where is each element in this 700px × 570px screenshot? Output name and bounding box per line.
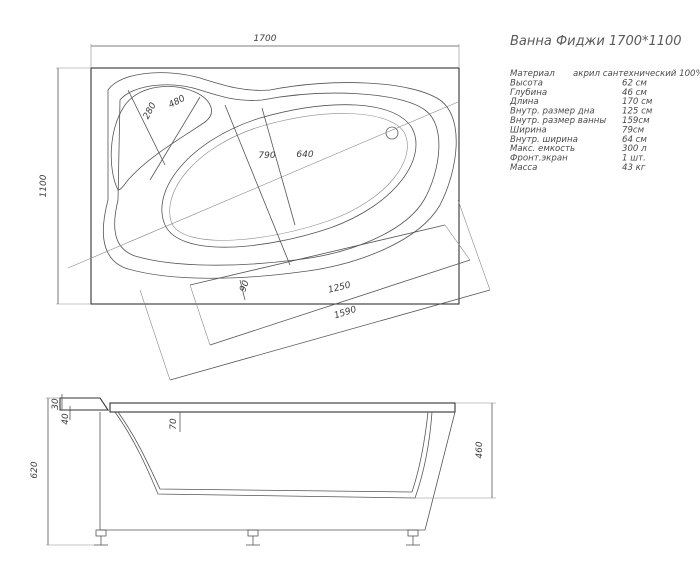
spec-label: Внутр. ширина [510, 135, 578, 145]
side-rim-left [59, 397, 110, 411]
spec-label: Внутр. размер дна [510, 107, 595, 117]
inner-width-line-2 [261, 107, 296, 226]
spec-value: 64 см [622, 135, 647, 145]
spec-label: Фронт.экран [510, 154, 568, 164]
dim-seat-2: 480 [167, 94, 187, 111]
dim-inner-width-1: 790 [258, 151, 275, 161]
dim-rim-2: 40 [61, 413, 71, 425]
axis-line [67, 101, 459, 269]
drawing-title: Ванна Фиджи 1700*1100 [510, 34, 682, 49]
bottom-dim-line [189, 224, 446, 286]
bowl [161, 104, 417, 248]
spec-value: 159см [622, 116, 650, 126]
dim-length: 1700 [254, 34, 277, 44]
ext-line [444, 224, 471, 261]
dim-bottom: 1250 [327, 280, 352, 295]
bottom-dim-line-2 [209, 259, 471, 346]
side-rim [109, 402, 456, 413]
dim-seat-1: 280 [142, 101, 159, 121]
dim-total-height: 620 [30, 461, 40, 478]
spec-label: Внутр. размер ванны [510, 116, 606, 126]
foot [407, 529, 419, 537]
seat-line [127, 89, 166, 166]
spec-table: Материал акрил сантехнический 100% Высота 6… [509, 69, 700, 173]
spec-label: Длина [509, 97, 539, 107]
drain-icon [385, 126, 399, 140]
spec-value: 300 л [622, 144, 647, 154]
spec-value: 170 см [622, 97, 653, 107]
spec-label: Ширина [510, 125, 547, 135]
dim-inner-width-2: 640 [296, 150, 313, 160]
spec-value: 62 см [622, 78, 647, 88]
inner-length-dim-line [169, 289, 491, 381]
side-panel [99, 411, 456, 531]
top-view: 1700 1100 280 480 790 640 1250 1590 90 [39, 34, 491, 381]
spec-label: Макс. емкость [510, 144, 575, 154]
offset-line [239, 279, 246, 301]
seat-line-2 [149, 96, 201, 181]
ext-line [139, 289, 171, 381]
tub-outer-shell [102, 72, 457, 279]
dim-offset: 90 [238, 279, 251, 293]
dim-width: 1100 [39, 174, 49, 197]
spec-label: Материал [510, 69, 555, 79]
dim-inner-length: 1590 [333, 305, 358, 322]
side-body-inner [117, 411, 429, 493]
side-view: 620 30 40 460 70 [30, 394, 496, 546]
tub-inner-shell [114, 84, 440, 266]
spec-value: 1 шт. [622, 154, 646, 164]
inner-width-line [224, 104, 291, 266]
spec-value: акрил сантехнический 100% [573, 69, 700, 79]
spec-value: 79см [622, 125, 645, 135]
spec-value: 46 см [622, 88, 647, 98]
spec-label: Высота [510, 78, 543, 88]
side-body [114, 411, 433, 499]
bowl-inner [169, 113, 408, 241]
foot [247, 529, 259, 537]
ext-line [189, 284, 211, 346]
ext-line [457, 199, 491, 291]
seat-area [110, 86, 212, 191]
spec-value: 125 см [622, 107, 653, 117]
dim-rim-1: 30 [51, 398, 61, 410]
spec-value: 43 кг [622, 163, 646, 173]
dim-depth: 460 [475, 441, 485, 458]
top-view-outline [90, 67, 460, 305]
spec-label: Глубина [510, 88, 547, 98]
dim-drop: 70 [169, 418, 179, 430]
foot [95, 529, 107, 537]
spec-label: Масса [510, 163, 537, 173]
